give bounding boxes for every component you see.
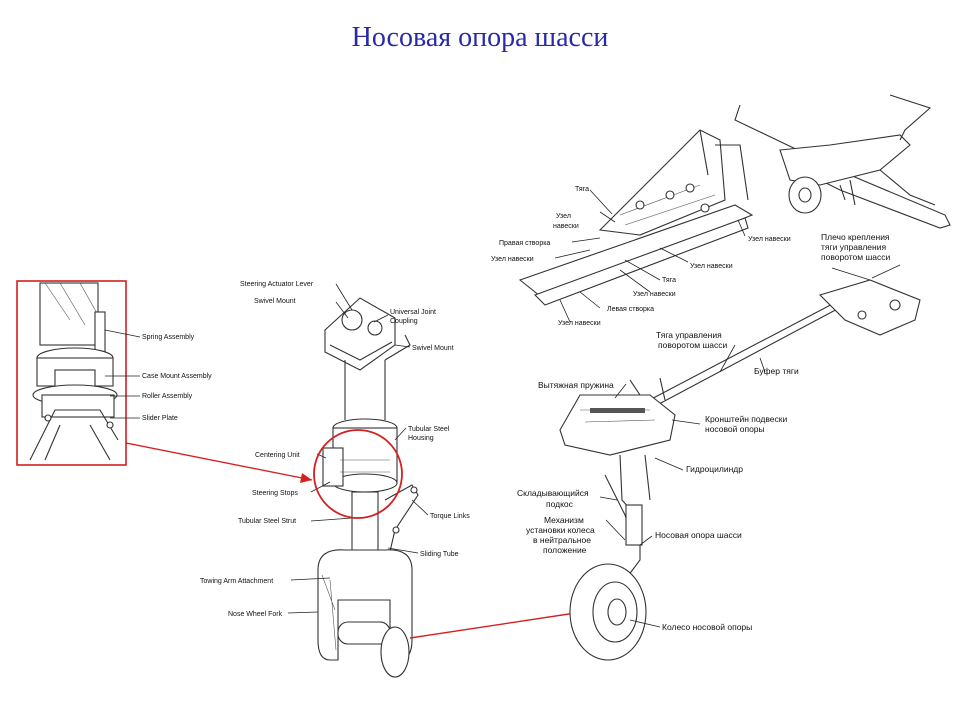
label-nose-gear: Носовая опора шасси <box>655 530 742 540</box>
label-arm-2: тяги управления <box>821 242 886 252</box>
label-tubular-steel: Tubular Steel <box>408 426 450 433</box>
label-naveski: навески <box>553 223 579 230</box>
label-centering-unit: Centering Unit <box>255 452 300 459</box>
label-mount-3: Узел навески <box>633 291 676 298</box>
label-bracket-1: Кронштейн подвески <box>705 414 787 424</box>
label-mount-4: Узел навески <box>558 320 601 327</box>
label-torque-links: Torque Links <box>430 513 470 520</box>
label-bracket-2: носовой опоры <box>705 424 765 434</box>
label-fold-brace-2: подкос <box>546 499 574 509</box>
label-mount-1: Узел навески <box>491 256 534 263</box>
label-swivel-mount-top: Swivel Mount <box>254 298 296 305</box>
label-buffer: Буфер тяги <box>754 366 799 376</box>
aircraft-drawing <box>734 94 951 229</box>
label-right-door: Правая створка <box>499 240 550 247</box>
strut-labels: Steering Actuator Lever Swivel Mount Uni… <box>200 281 470 618</box>
label-coupling: Coupling <box>390 318 418 325</box>
inset-detail <box>16 280 141 466</box>
label-rod-2: поворотом шасси <box>658 340 728 350</box>
label-roller-assembly: Roller Assembly <box>142 393 193 400</box>
label-case-mount-assembly: Case Mount Assembly <box>142 373 212 380</box>
label-left-door: Левая створка <box>607 306 654 313</box>
label-tyaga-2: Тяга <box>662 277 676 284</box>
label-neutral-2: установки колеса <box>526 525 595 535</box>
label-hydrocylinder: Гидроцилиндр <box>686 464 743 474</box>
label-mount-5: Узел навески <box>748 236 791 243</box>
label-fold-brace-1: Складывающийся <box>517 488 589 498</box>
inset-labels: Spring Assembly Case Mount Assembly Roll… <box>142 334 212 422</box>
label-universal-joint: Universal Joint <box>390 309 436 316</box>
label-spring-assembly: Spring Assembly <box>142 334 195 341</box>
label-spring: Вытяжная пружина <box>538 380 614 390</box>
label-neutral-3: в нейтральное <box>533 535 591 545</box>
mechanism-drawing <box>559 264 921 661</box>
label-nose-wheel: Колесо носовой опоры <box>662 622 752 632</box>
label-steering-actuator-lever: Steering Actuator Lever <box>240 281 314 288</box>
bay-drawing <box>518 129 754 323</box>
page-title: Носовая опора шасси <box>351 22 609 53</box>
label-rod-1: Тяга управления <box>656 330 722 340</box>
label-tyaga-1: Тяга <box>575 186 589 193</box>
label-uzel: Узел <box>556 213 571 220</box>
label-housing: Housing <box>408 435 434 442</box>
label-steering-stops: Steering Stops <box>252 490 298 497</box>
label-sliding-tube: Sliding Tube <box>420 551 459 558</box>
label-neutral-1: Механизм <box>544 515 584 525</box>
label-towing-arm-attachment: Towing Arm Attachment <box>200 578 273 585</box>
label-nose-wheel-fork: Nose Wheel Fork <box>228 611 283 618</box>
inset-upper-body <box>39 282 99 346</box>
label-arm-1: Плечо крепления <box>821 232 890 242</box>
highlight-circle <box>313 429 403 519</box>
strut-drawing <box>287 283 429 678</box>
label-slider-plate: Slider Plate <box>142 415 178 422</box>
label-tubular-steel-strut: Tubular Steel Strut <box>238 518 296 525</box>
label-swivel-mount-side: Swivel Mount <box>412 345 454 352</box>
label-mount-2: Узел навески <box>690 263 733 270</box>
mechanism-labels: Плечо крепления тяги управления поворото… <box>517 232 891 632</box>
label-neutral-4: положение <box>543 545 587 555</box>
label-arm-3: поворотом шасси <box>821 252 891 262</box>
bay-labels: Тяга Узел навески Правая створка Узел на… <box>491 186 791 327</box>
